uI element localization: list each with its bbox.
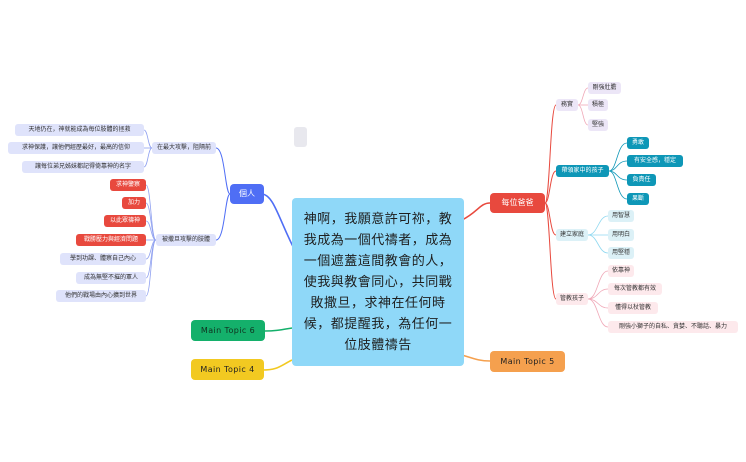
personal-item[interactable]: 天地仍在，神就能成為每位肢體的拯救 [15,124,144,136]
main-topic-dads[interactable]: 每位爸爸 [490,193,545,213]
dads-item[interactable]: 用堅穩 [608,247,634,259]
personal-item[interactable]: 以此眾禱神 [104,215,146,227]
personal-item[interactable]: 讓每位弟兄姊妹都記得倚靠神的名字 [22,161,144,173]
personal-item[interactable]: 成為無堅不摧的軍人 [76,272,146,284]
dads-item[interactable]: 每次管教都有效 [608,283,662,295]
personal-item[interactable]: 他們的戰場由內心擴到世界 [56,290,146,302]
main-topic-6[interactable]: Main Topic 6 [191,320,265,341]
dads-item[interactable]: 剛強壯膽 [588,82,621,94]
dads-group-discipline[interactable]: 管教孩子 [556,293,588,305]
dads-item[interactable]: 堅強 [588,119,608,131]
main-topic-personal[interactable]: 個人 [230,184,264,204]
dads-item[interactable]: 勇敢 [627,137,649,149]
dads-item[interactable]: 依靠神 [608,265,634,277]
dads-item[interactable]: 果斷 [627,193,649,205]
dads-item[interactable]: 用智慧 [608,210,634,222]
dads-group-lead-children[interactable]: 帶領家中的孩子 [556,165,609,177]
personal-item[interactable]: 求神保護，讓他們經歷最好，最高的信仰 [8,142,144,154]
dads-group-practical[interactable]: 務實 [556,99,578,111]
personal-group-attacked-members[interactable]: 被撒旦攻擊的肢體 [156,234,216,246]
dads-item[interactable]: 用明白 [608,229,634,241]
dads-group-build-family[interactable]: 建立家庭 [556,229,588,241]
personal-item[interactable]: 加力 [122,197,146,209]
dads-item[interactable]: 剛強小獅子的自私、貪婪、不聽話、暴力 [608,321,738,333]
personal-group-before-attack[interactable]: 在最大攻擊，阻隔前 [152,142,216,154]
main-topic-4[interactable]: Main Topic 4 [191,359,264,380]
personal-item[interactable]: 求神鑒察 [110,179,146,191]
main-topic-5[interactable]: Main Topic 5 [490,351,565,372]
dads-item[interactable]: 懂得以杖管教 [608,302,658,314]
placeholder-box [294,127,307,147]
personal-item[interactable]: 學到功課、體察自己內心 [60,253,146,265]
dads-item[interactable]: 積極 [588,99,608,111]
dads-item[interactable]: 有安全感，穩定 [627,155,683,167]
personal-item[interactable]: 戰勝壓力與經濟問題 [76,234,146,246]
central-topic[interactable]: 神啊，我願意許可祢，教我成為一個代禱者，成為一個遮蓋這間教會的人，使我與教會同心… [292,198,464,366]
dads-item[interactable]: 負責任 [627,174,656,186]
